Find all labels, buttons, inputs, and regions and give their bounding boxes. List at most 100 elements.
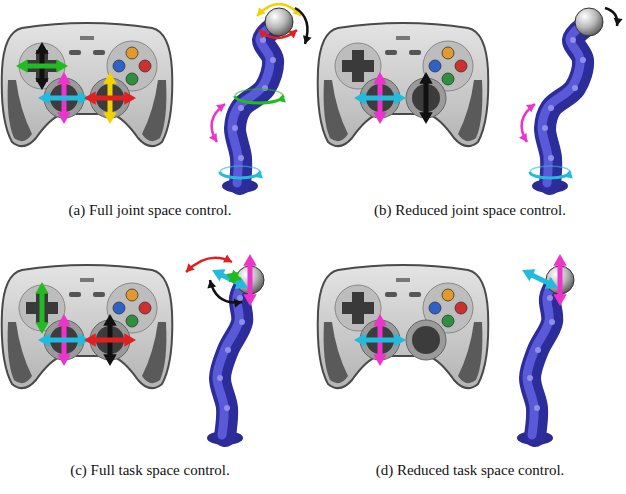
- face-button: [113, 302, 125, 314]
- arrow-head: [57, 72, 71, 84]
- dpad: [342, 50, 374, 82]
- arrow-head: [373, 314, 387, 326]
- arrow-head: [553, 294, 567, 306]
- center-button: [93, 292, 105, 297]
- center-button: [385, 50, 397, 55]
- rotation-ring-back: [530, 166, 570, 172]
- dpad: [26, 50, 58, 82]
- gamepad-body: [2, 23, 173, 146]
- gamepad: [318, 23, 489, 146]
- robot-arm: [519, 8, 623, 193]
- gamepad: [2, 265, 173, 388]
- rotation-ring: [220, 172, 260, 178]
- robot-joint: [239, 319, 245, 325]
- robot-link-shade: [232, 27, 270, 183]
- rotation-arrow: [605, 8, 617, 26]
- arrow-head: [103, 112, 117, 124]
- rotation-ring-back: [220, 166, 260, 172]
- arrow-shaft: [531, 274, 549, 283]
- arrow-head: [224, 268, 240, 285]
- arrow-head: [35, 78, 49, 90]
- arrow-head: [243, 254, 257, 266]
- robot-joint: [527, 375, 533, 381]
- robot-joint: [534, 405, 540, 411]
- robot-joint: [224, 405, 230, 411]
- arrow-head: [84, 333, 96, 347]
- center-button: [385, 292, 397, 297]
- robot-joint: [225, 347, 231, 353]
- arrow-head: [419, 112, 433, 124]
- logo: [396, 36, 410, 40]
- arrow-head: [57, 354, 71, 366]
- arrow-head: [216, 100, 228, 112]
- analog-stick: [412, 326, 440, 354]
- gamepad-grip: [458, 80, 482, 141]
- arrow-head: [254, 7, 266, 19]
- arrow-head: [256, 27, 268, 39]
- arrow-head: [103, 314, 117, 326]
- arrow-head: [394, 333, 406, 347]
- arrow-head: [519, 133, 531, 144]
- face-button: [442, 289, 454, 301]
- gamepad-grip: [8, 80, 32, 141]
- face-button: [455, 60, 467, 72]
- robot-link-shade: [542, 27, 580, 183]
- arrow-head: [354, 333, 366, 347]
- arrow-head: [38, 91, 50, 105]
- arrow-head: [57, 314, 71, 326]
- arrow-shaft: [48, 96, 80, 101]
- stick-well: [360, 320, 400, 360]
- face-button: [442, 47, 454, 59]
- robot-joint: [217, 375, 223, 381]
- arrow-head: [419, 72, 433, 84]
- arrow-head: [183, 263, 195, 275]
- arrow-head: [613, 18, 623, 27]
- arrow-head: [103, 354, 117, 366]
- dpad: [26, 292, 58, 324]
- arrow-head: [124, 91, 136, 105]
- gamepad-grip: [324, 80, 348, 141]
- rotation-arrow: [257, 4, 301, 16]
- arrow-head: [519, 264, 536, 281]
- gamepad-grip: [324, 322, 348, 383]
- gamepad: [318, 265, 489, 388]
- arrow-head: [373, 354, 387, 366]
- robot-joint: [570, 37, 576, 43]
- rotation-ring-back: [235, 89, 283, 96]
- face-button: [126, 315, 138, 327]
- robot-head: [575, 8, 603, 36]
- rotation-ring: [530, 172, 570, 178]
- face-button: [126, 73, 138, 85]
- center-button: [409, 292, 421, 297]
- stick-well: [360, 78, 400, 118]
- rotation-ring: [235, 96, 283, 103]
- arrow-head: [394, 91, 406, 105]
- center-button: [69, 50, 81, 55]
- robot-arm: [517, 254, 574, 445]
- arrow-head: [277, 93, 287, 102]
- arrow-shaft: [40, 292, 45, 324]
- subfigure-caption: (b) Reduced joint space control.: [374, 202, 566, 219]
- arrow-head: [209, 133, 221, 144]
- robot-joint: [270, 57, 276, 63]
- arrow-head: [373, 72, 387, 84]
- dpad: [342, 292, 374, 324]
- arrow-shaft: [48, 338, 80, 343]
- robot-joint: [548, 155, 554, 161]
- robot-joint: [232, 125, 238, 131]
- robot-joint: [542, 125, 548, 131]
- robot-joint: [548, 105, 554, 111]
- arrow-head: [103, 72, 117, 84]
- arrow-head: [56, 59, 68, 73]
- face-button: [442, 73, 454, 85]
- arrow-shaft: [364, 96, 396, 101]
- robot-link-shade: [527, 283, 553, 435]
- gamepad-grip: [142, 322, 166, 383]
- center-button: [93, 50, 105, 55]
- arrow-head: [234, 298, 243, 308]
- arrow-head: [16, 59, 28, 73]
- arrow-shaft: [94, 96, 126, 101]
- face-button: [429, 60, 441, 72]
- gamepad-grip: [8, 322, 32, 383]
